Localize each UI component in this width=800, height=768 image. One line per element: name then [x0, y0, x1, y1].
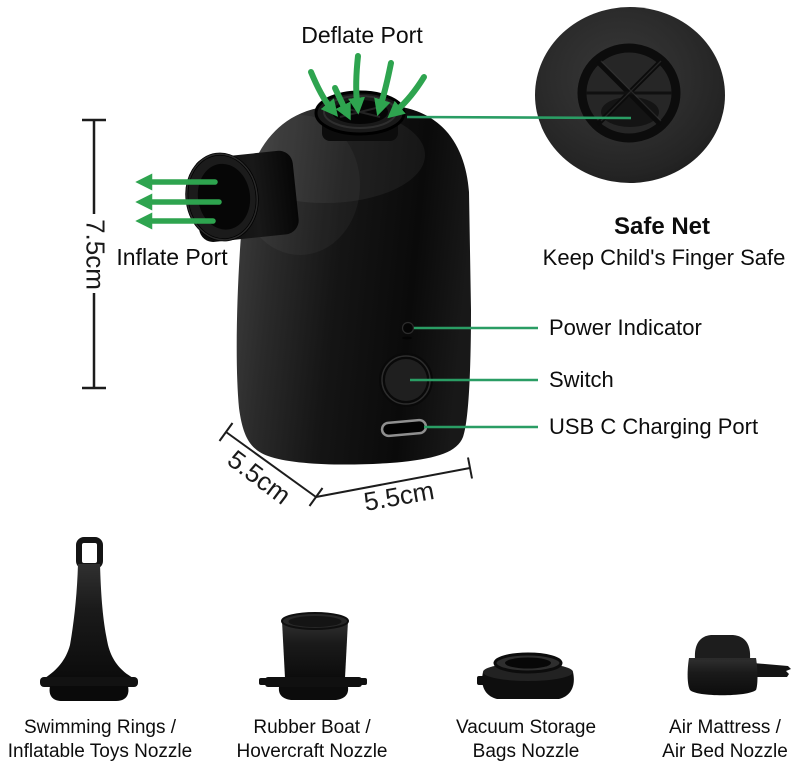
deflate-port [314, 90, 406, 141]
height-dimension-value: 7.5cm [80, 219, 111, 290]
width-dimension-line [315, 457, 473, 498]
usb-c-port-label: USB C Charging Port [549, 414, 759, 439]
deflate-arrows-icon [308, 53, 427, 121]
nozzle-vacuum-storage-label: Vacuum Storage Bags Nozzle [455, 717, 597, 762]
safe-net-subtitle: Keep Child's Finger Safe [542, 245, 786, 270]
safe-net-leader-line [406, 115, 632, 120]
inflate-arrows-icon [135, 173, 222, 230]
safe-net-title: Safe Net [613, 213, 711, 240]
nozzle-rubber-boat [259, 612, 367, 700]
leader-lines [406, 115, 632, 429]
nozzle-air-mattress [687, 635, 791, 696]
inflate-port [185, 150, 299, 242]
usb-c-port [380, 418, 428, 438]
nozzle-air-mattress-label: Air Mattress / Air Bed Nozzle [662, 717, 788, 762]
safe-net-zoom-circle [535, 7, 725, 183]
nozzle-swimming-rings [40, 537, 138, 701]
switch-label: Switch [549, 367, 614, 392]
deflate-port-label: Deflate Port [301, 22, 423, 48]
nozzle-rubber-boat-label: Rubber Boat / Hovercraft Nozzle [236, 717, 388, 762]
power-indicator-led [401, 321, 415, 340]
inflate-port-label: Inflate Port [116, 244, 228, 270]
nozzle-swimming-rings-label: Swimming Rings / Inflatable Toys Nozzle [7, 717, 193, 762]
switch-button [379, 353, 433, 407]
nozzle-vacuum-storage [477, 652, 574, 699]
power-indicator-label: Power Indicator [549, 315, 702, 340]
height-dimension-line [82, 118, 106, 390]
